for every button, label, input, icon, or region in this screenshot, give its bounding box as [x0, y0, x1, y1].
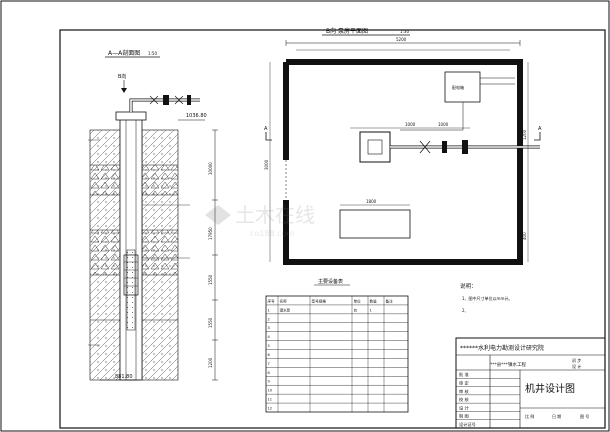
direction-label: B向	[118, 73, 126, 80]
table-cell: 4	[268, 335, 271, 339]
section-view: A—A剖面图 1:50 B向	[88, 49, 218, 381]
table-header-cell: 备注	[386, 298, 394, 303]
dim-h-1: 1000	[405, 122, 416, 127]
design-stage-2: 设 计	[572, 363, 581, 369]
table-header-cell: 序号	[268, 298, 276, 303]
project-name: ***县***镇水工程	[490, 361, 526, 368]
dim-v-4: 1550	[208, 317, 213, 328]
watermark: 土木在线 co188.com	[205, 203, 315, 238]
notes-title: 说明：	[460, 282, 477, 290]
table-header-cell: 型号规格	[312, 298, 327, 303]
section-title: A—A剖面图	[108, 49, 140, 57]
distribution-box-label: 配电箱	[452, 84, 464, 90]
outlet-valve-group	[149, 95, 191, 105]
overall-width-dim: 5200	[396, 37, 407, 42]
design-stage-1: 初 步	[572, 357, 581, 363]
equipment-table-title: 主要设备表	[318, 278, 343, 285]
elevation-top: 1036.80	[186, 113, 207, 119]
watermark-text: 土木在线	[235, 203, 315, 227]
table-header-cell: 名称	[280, 298, 288, 303]
dim-v-2: 17950	[208, 227, 213, 240]
plan-valve-group	[419, 140, 468, 154]
table-header-cell: 数量	[370, 298, 378, 303]
dim-v-3: 1550	[208, 274, 213, 285]
table-cell: 1	[370, 308, 372, 312]
table-cell: 潜水泵	[280, 307, 291, 312]
table-cell: 8	[268, 371, 271, 375]
wellhead	[115, 111, 147, 121]
title-block-row-label: 设计证号	[459, 421, 476, 428]
dim-v-1: 10000	[208, 162, 213, 175]
section-scale: 1:50	[148, 51, 157, 56]
cut-mark-right: A	[538, 126, 542, 132]
table-cell: 12	[268, 407, 273, 411]
pump-base	[339, 209, 411, 239]
elevation-bottom: 881.80	[115, 374, 133, 380]
title-block-row-label: 批 准	[459, 371, 469, 378]
dim-v-5: 1200	[208, 357, 213, 368]
inner-border	[59, 29, 606, 429]
table-cell: 台	[354, 307, 358, 312]
dim-h-3: 1800	[366, 199, 377, 204]
watermark-logo-icon	[205, 205, 231, 225]
dim-plan-v-3: 400	[522, 232, 527, 240]
footer-date: 日 期	[552, 413, 561, 419]
title-block-row-label: 审 核	[459, 388, 470, 395]
well-casing	[119, 117, 143, 381]
institute-name: ******水利电力勘测设计研究院	[460, 344, 544, 352]
title-block-row-label: 设 计	[459, 404, 469, 411]
note-2: 2、	[462, 308, 469, 313]
table-cell: 7	[268, 362, 270, 366]
table-cell: 2	[268, 317, 270, 321]
note-1: 1、图中尺寸单位以mm计。	[462, 295, 512, 301]
plan-scale: 1:30	[400, 29, 409, 34]
table-cell: 10	[268, 389, 273, 393]
table-cell: 3	[268, 326, 270, 330]
plan-well-box	[359, 131, 391, 163]
table-cell: 11	[268, 398, 273, 402]
table-cell: 5	[268, 344, 270, 348]
dim-plan-v-1: 3000	[264, 159, 269, 170]
footer-number: 图 号	[580, 413, 589, 419]
dim-plan-v-2: 1200	[522, 129, 527, 140]
plan-view: B向 泵房平面图 1:30 5200 配电箱 A A	[264, 27, 542, 265]
table-cell: 9	[268, 380, 271, 384]
table-cell: 1	[268, 308, 270, 312]
plan-title: B向 泵房平面图	[326, 27, 368, 35]
pump-house-walls	[283, 59, 523, 265]
drawing-title: 机井设计图	[525, 382, 575, 395]
title-block-row-label: 审 定	[459, 380, 469, 387]
watermark-url: co188.com	[250, 229, 294, 238]
dim-h-2: 1000	[438, 122, 449, 127]
cut-mark-left: A	[264, 126, 268, 132]
title-block-row-label: 制 图	[459, 413, 469, 420]
submersible-pump	[123, 254, 139, 296]
distribution-box	[444, 71, 481, 103]
table-cell: 6	[268, 353, 271, 357]
table-header-cell: 单位	[354, 298, 362, 303]
footer-scale: 比 例	[525, 413, 534, 419]
notes-block: 说明： 1、图中尺寸单位以mm计。 2、	[460, 282, 512, 313]
title-block: ******水利电力勘测设计研究院 ***县***镇水工程 初 步 设 计 机井…	[455, 337, 606, 429]
title-block-row-label: 校 核	[459, 396, 470, 403]
